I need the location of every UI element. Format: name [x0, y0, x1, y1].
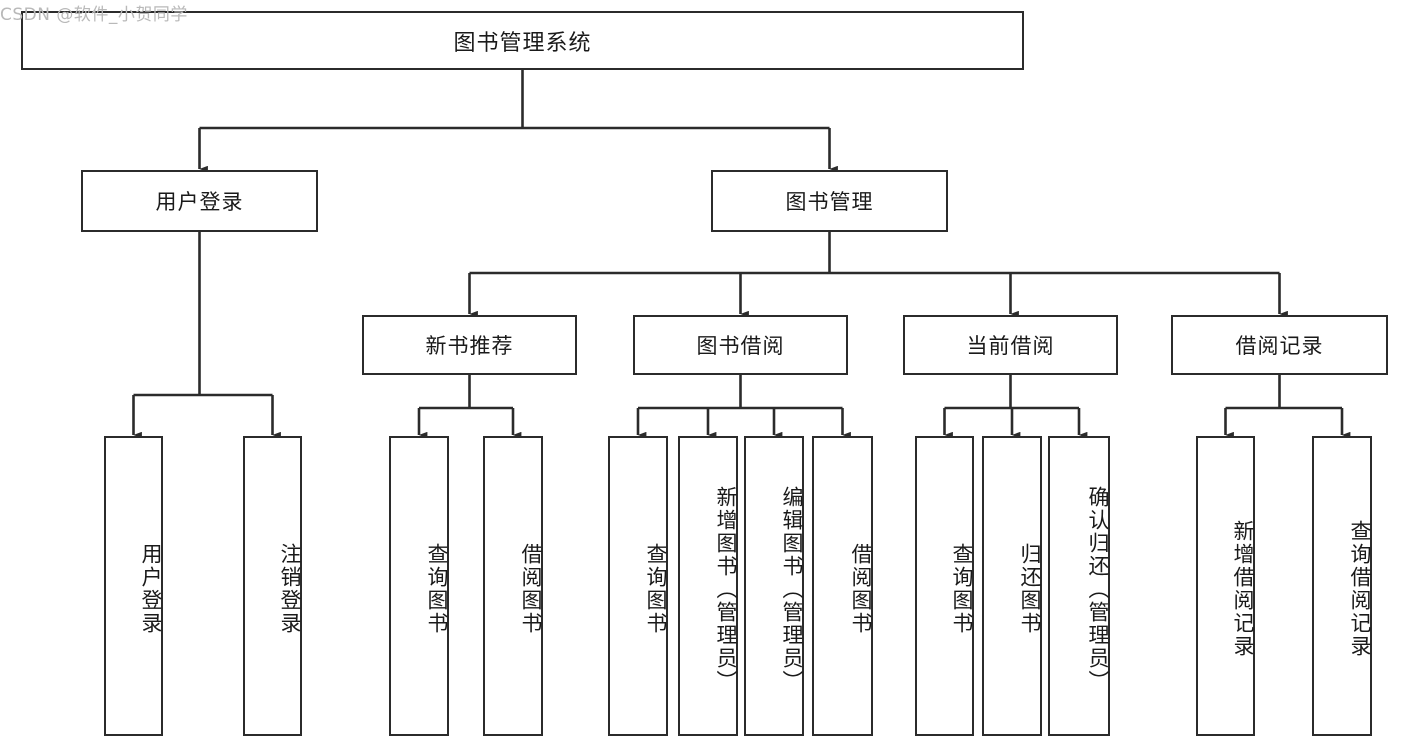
node-n-user-login[interactable]: 用户登录	[81, 170, 318, 232]
node-leaf-return-book[interactable]: 归还图书	[982, 436, 1042, 736]
node-label: 用户登录	[155, 190, 244, 214]
node-leaf-edit-book[interactable]: 编辑图书（管理员）	[744, 436, 804, 736]
node-leaf-query-book-rec[interactable]: 查询图书	[389, 436, 449, 736]
node-label: 确认归还（管理员）	[1086, 485, 1110, 693]
node-label: 查询借阅记录	[1348, 520, 1372, 658]
node-leaf-query-book-borrow[interactable]: 查询图书	[608, 436, 668, 736]
node-label: 编辑图书（管理员）	[780, 485, 804, 693]
node-label: 用户登录	[139, 543, 163, 635]
node-leaf-query-borrow-record[interactable]: 查询借阅记录	[1312, 436, 1372, 736]
node-n-book-borrow[interactable]: 图书借阅	[633, 315, 848, 375]
node-label: 图书管理系统	[453, 30, 592, 56]
node-label: 图书管理	[785, 190, 874, 214]
node-label: 归还图书	[1018, 543, 1042, 635]
node-label: 当前借阅	[966, 334, 1055, 358]
node-n-borrow-record[interactable]: 借阅记录	[1171, 315, 1388, 375]
csdn-watermark: CSDN @软件_小贺同学	[0, 5, 188, 25]
node-leaf-add-book[interactable]: 新增图书（管理员）	[678, 436, 738, 736]
node-root[interactable]: 图书管理系统	[21, 11, 1024, 70]
node-leaf-borrow-book[interactable]: 借阅图书	[812, 436, 873, 736]
node-label: 注销登录	[278, 543, 302, 635]
node-n-current-borrow[interactable]: 当前借阅	[903, 315, 1118, 375]
node-n-new-book-rec[interactable]: 新书推荐	[362, 315, 577, 375]
node-label: 借阅图书	[849, 543, 873, 635]
node-leaf-confirm-return[interactable]: 确认归还（管理员）	[1048, 436, 1110, 736]
node-label: 查询图书	[644, 543, 668, 635]
node-n-book-mgmt[interactable]: 图书管理	[711, 170, 948, 232]
node-leaf-borrow-book-rec[interactable]: 借阅图书	[483, 436, 543, 736]
node-label: 新增借阅记录	[1231, 520, 1255, 658]
node-label: 查询图书	[950, 543, 974, 635]
node-leaf-query-book-cur[interactable]: 查询图书	[915, 436, 974, 736]
node-label: 借阅记录	[1235, 334, 1324, 358]
node-label: 查询图书	[425, 543, 449, 635]
node-label: 借阅图书	[519, 543, 543, 635]
node-leaf-logout[interactable]: 注销登录	[243, 436, 302, 736]
node-label: 新书推荐	[425, 334, 514, 358]
node-leaf-add-borrow-record[interactable]: 新增借阅记录	[1196, 436, 1255, 736]
node-label: 新增图书（管理员）	[714, 485, 738, 693]
node-label: 图书借阅	[696, 334, 785, 358]
node-leaf-user-login[interactable]: 用户登录	[104, 436, 163, 736]
